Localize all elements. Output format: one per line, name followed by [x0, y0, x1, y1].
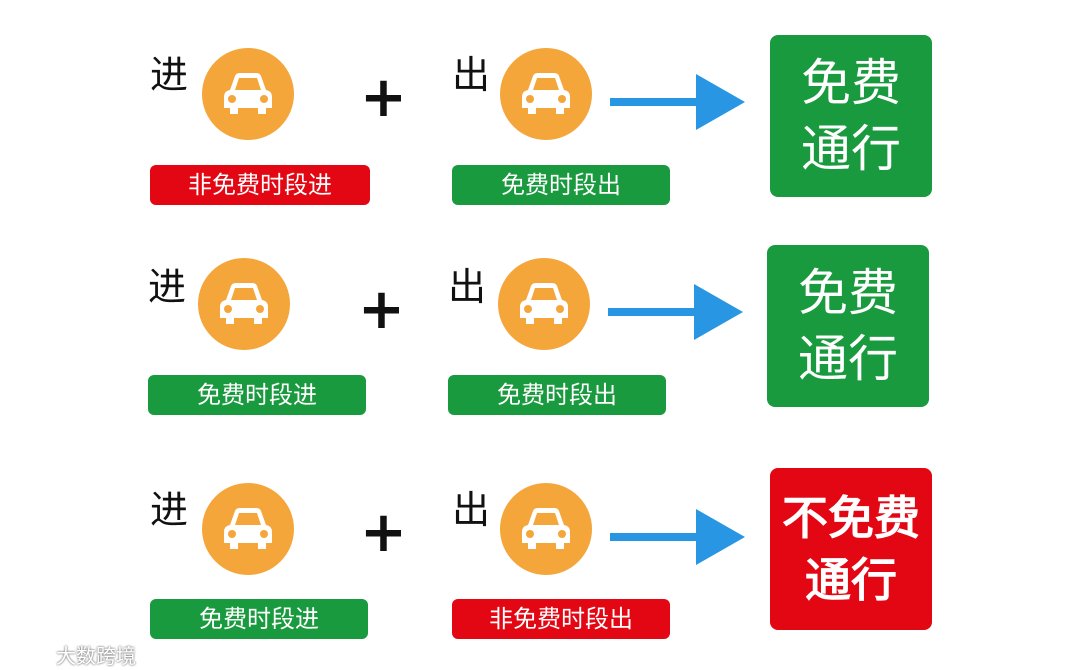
enter-word: 进 [150, 53, 189, 97]
arrow-right-icon [610, 74, 745, 130]
watermark: 大数跨境 [8, 640, 136, 669]
exit-time-label: 免费时段出 [448, 375, 666, 415]
result-line-2: 通行 [801, 120, 901, 178]
enter-word: 进 [150, 488, 189, 532]
watermark-text: 大数跨境 [56, 644, 136, 668]
result-box: 免费 通行 [770, 35, 932, 197]
enter-time-label: 免费时段进 [148, 375, 366, 415]
watermark-logo-icon [10, 645, 52, 664]
result-line-1: 免费 [801, 54, 901, 112]
enter-time-label: 非免费时段进 [150, 165, 370, 205]
result-line-2: 通行 [798, 330, 898, 388]
result-line-1: 不免费 [782, 491, 920, 545]
plus-sign: + [360, 65, 407, 130]
rule-row-3: 进 免费时段进 + 出 非免费时段出 不免费 通行 [0, 465, 1080, 665]
rule-row-2: 进 免费时段进 + 出 免费时段出 免费 通行 [0, 240, 1080, 440]
exit-word: 出 [452, 488, 491, 532]
car-icon [498, 258, 590, 350]
car-icon [500, 483, 592, 575]
exit-time-label: 非免费时段出 [452, 599, 670, 639]
result-line-1: 免费 [798, 264, 898, 322]
result-box: 不免费 通行 [770, 468, 932, 630]
enter-time-label: 免费时段进 [150, 599, 368, 639]
plus-sign: + [358, 277, 405, 342]
exit-time-label: 免费时段出 [452, 165, 670, 205]
car-icon [202, 48, 294, 140]
plus-sign: + [360, 500, 407, 565]
result-box: 免费 通行 [767, 245, 929, 407]
arrow-right-icon [610, 509, 745, 565]
rule-row-1: 进 非免费时段进 + 出 免费时段出 免费 通行 [0, 30, 1080, 230]
car-icon [500, 48, 592, 140]
exit-word: 出 [448, 265, 487, 309]
exit-word: 出 [452, 53, 491, 97]
car-icon [198, 258, 290, 350]
enter-word: 进 [148, 265, 187, 309]
result-line-2: 通行 [805, 553, 897, 607]
car-icon [202, 483, 294, 575]
arrow-right-icon [608, 284, 743, 340]
